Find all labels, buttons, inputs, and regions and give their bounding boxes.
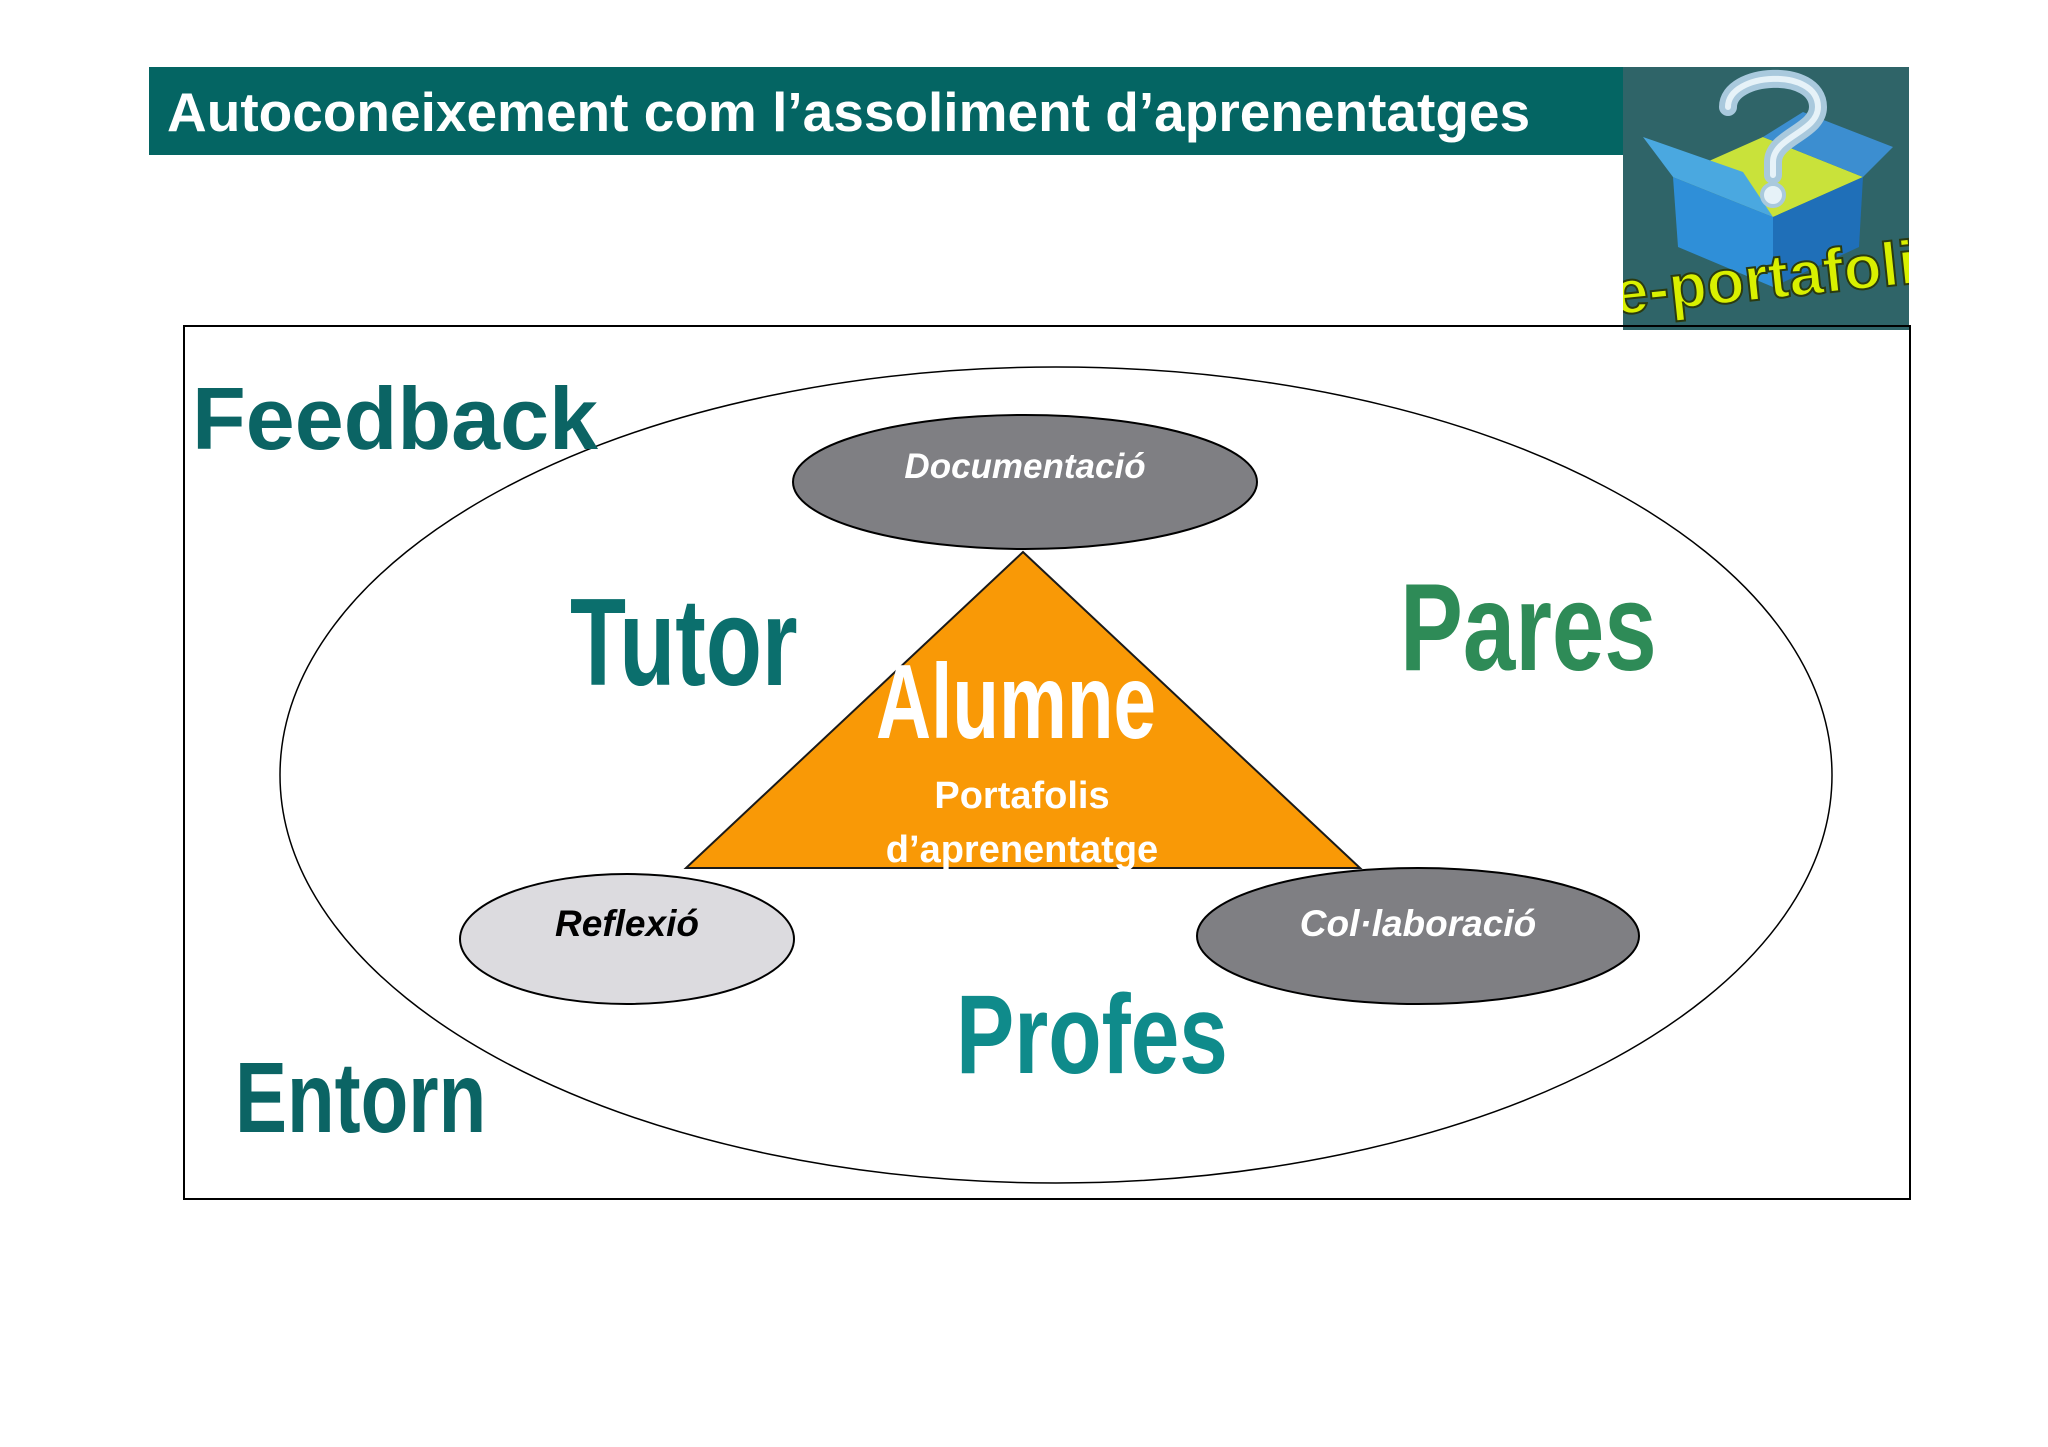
feedback-label: Feedback <box>192 369 599 468</box>
context-ellipse <box>279 366 1833 1184</box>
title-bar <box>149 67 1623 155</box>
profes-label: Profes <box>956 973 1228 1098</box>
question-box-icon <box>1643 69 1893 287</box>
tutor-label: Tutor <box>570 574 798 713</box>
portfolio-line-2: d’aprenentatge <box>886 829 1158 871</box>
node-colaboracio-label: Col·laboració <box>1300 903 1536 944</box>
node-reflexio-label: Reflexió <box>555 903 699 944</box>
node-reflexio: Reflexió <box>459 873 795 1005</box>
e-portafoli-logo: e-portafoli <box>1623 67 1909 330</box>
node-documentacio: Documentació <box>792 414 1258 550</box>
page-title: Autoconeixement com l’assoliment d’apren… <box>167 81 1531 143</box>
portfolio-line-1: Portafolis <box>934 775 1109 817</box>
entorn-label: Entorn <box>235 1043 486 1155</box>
pares-label: Pares <box>1400 559 1657 697</box>
student-triangle <box>683 550 1363 869</box>
diagram-frame <box>183 325 1911 1200</box>
student-title: Alumne <box>876 642 1156 761</box>
node-colaboracio: Col·laboració <box>1196 867 1640 1005</box>
node-documentacio-label: Documentació <box>904 447 1145 486</box>
